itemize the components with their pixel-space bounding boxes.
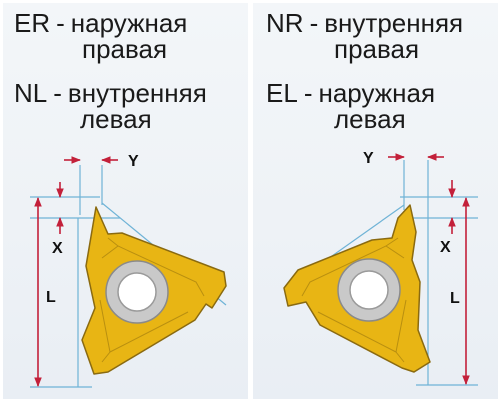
legend-separator: - [309, 8, 319, 38]
legend-item-el: EL-наружная левая [266, 80, 435, 132]
legend-description: внутренняя [67, 78, 207, 108]
legend-description-continued: правая [82, 34, 168, 64]
legend-description-continued: левая [334, 104, 406, 134]
right-dimension-arrows [388, 153, 470, 385]
right-y-label: Y [363, 150, 374, 167]
legend-description-continued: левая [80, 104, 152, 134]
legend-description: наружная [70, 8, 188, 38]
left-insert-facets [99, 237, 205, 363]
legend-code: EL [266, 78, 298, 108]
right-l-label: L [450, 290, 460, 307]
legend-item-er: ER-наружная правая [14, 10, 187, 62]
left-insert-hole-inner [117, 272, 157, 312]
left-l-label: L [46, 289, 56, 306]
legend-item-nr: NR-внутренняя правая [266, 10, 463, 62]
left-dimension-arrows [34, 156, 118, 387]
right-insert-group: Y X L [283, 150, 478, 386]
legend-description: наружная [318, 78, 436, 108]
right-insert-hole-inner [349, 270, 389, 310]
right-x-label: X [440, 239, 451, 256]
right-insert-facets [301, 237, 407, 363]
legend-separator: - [53, 78, 62, 108]
legend-description: внутренняя [324, 8, 464, 38]
panel-divider [248, 3, 253, 399]
legend-item-nl: NL-внутренняя левая [14, 80, 207, 132]
legend-description-continued: правая [334, 34, 420, 64]
legend-code: ER [14, 8, 51, 38]
left-insert-group: Y X L [30, 153, 227, 388]
left-x-label: X [52, 240, 63, 257]
legend-separator: - [303, 78, 313, 108]
legend-separator: - [56, 8, 65, 38]
legend-code: NR [266, 8, 304, 38]
legend-code: NL [14, 78, 48, 108]
left-y-label: Y [128, 153, 139, 170]
